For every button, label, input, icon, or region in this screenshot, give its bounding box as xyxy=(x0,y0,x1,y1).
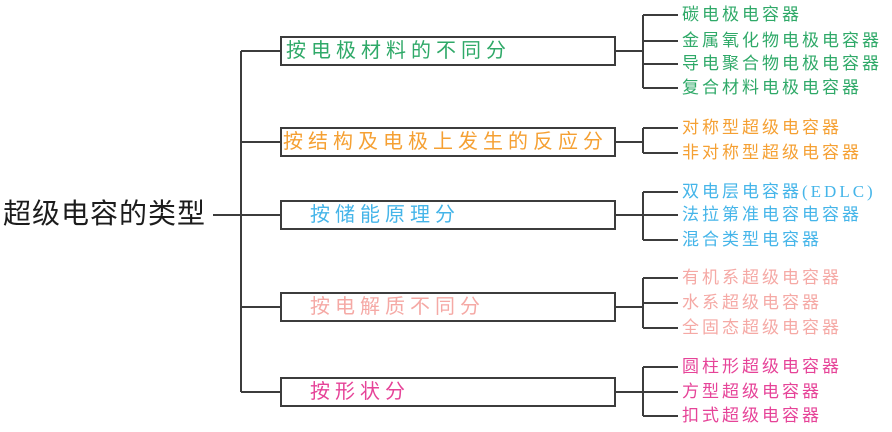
branch-box-electrode-material: 按电极材料的不同分 xyxy=(280,36,616,66)
leaf-carbon-electrode: 碳电极电容器 xyxy=(682,5,802,24)
branch-box-structure-reaction: 按结构及电极上发生的反应分 xyxy=(280,127,616,157)
leaf-edlc: 双电层电容器(EDLC) xyxy=(682,182,876,201)
branch-box-shape: 按形状分 xyxy=(280,377,616,407)
root-label: 超级电容的类型 xyxy=(3,199,207,230)
leaf-all-solid-state: 全固态超级电容器 xyxy=(682,318,842,337)
leaf-prismatic: 方型超级电容器 xyxy=(682,382,822,401)
leaf-composite-material: 复合材料电极电容器 xyxy=(682,78,862,97)
branch-box-energy-storage-principle: 按储能原理分 xyxy=(280,200,616,230)
tree-connector-path xyxy=(213,14,678,417)
leaf-cylindrical: 圆柱形超级电容器 xyxy=(682,357,842,376)
leaf-button-type: 扣式超级电容器 xyxy=(682,406,822,425)
leaf-metal-oxide-electrode: 金属氧化物电极电容器 xyxy=(682,31,882,50)
leaf-pseudocapacitor: 法拉第准电容电容器 xyxy=(682,205,862,224)
leaf-aqueous-electrolyte: 水系超级电容器 xyxy=(682,293,822,312)
leaf-organic-electrolyte: 有机系超级电容器 xyxy=(682,268,842,287)
leaf-asymmetric: 非对称型超级电容器 xyxy=(682,143,862,162)
leaf-conductive-polymer: 导电聚合物电极电容器 xyxy=(682,54,882,73)
leaf-symmetric: 对称型超级电容器 xyxy=(682,118,842,137)
branch-box-electrolyte: 按电解质不同分 xyxy=(280,292,616,322)
leaf-hybrid-type: 混合类型电容器 xyxy=(682,230,822,249)
